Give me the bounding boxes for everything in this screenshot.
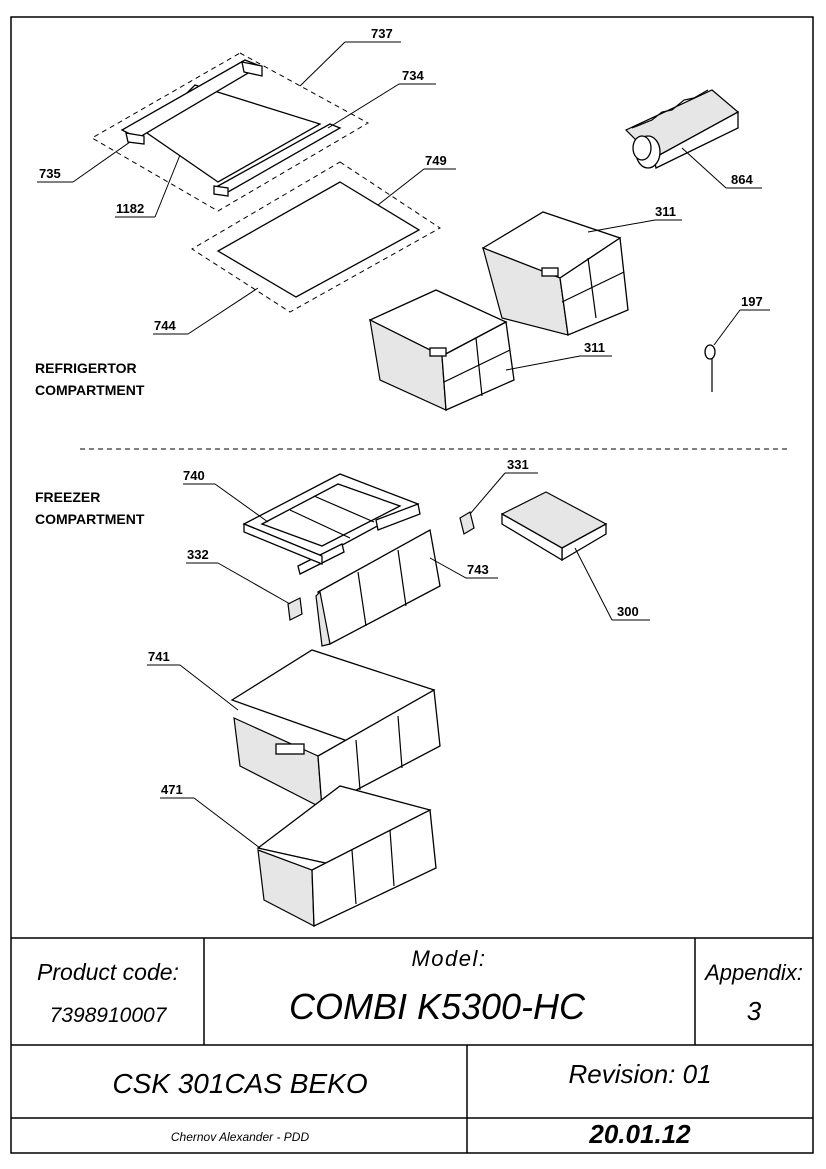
freezer-section-label-2: COMPARTMENT (35, 511, 145, 527)
glass-shelf-assembly (90, 52, 370, 212)
model-label: Model: (411, 946, 486, 971)
callout-332: 332 (187, 547, 209, 562)
part-300-ice-tray (500, 491, 608, 562)
callout-864: 864 (731, 172, 753, 187)
refrigerator-section-label-2: COMPARTMENT (35, 382, 145, 398)
crisper-drawer-311-lower (368, 289, 515, 411)
callout-744: 744 (154, 318, 176, 333)
callout-1182: 1182 (116, 201, 144, 216)
model-value: COMBI K5300-HC (289, 986, 586, 1027)
callout-300: 300 (617, 604, 639, 619)
callout-740: 740 (183, 468, 205, 483)
sheet-frame (10, 16, 814, 1154)
product-code-label: Product code: (37, 959, 179, 985)
author-name: Chernov Alexander - PDD (171, 1130, 310, 1144)
part-471-drawer (256, 785, 437, 928)
part-331-clip (459, 511, 475, 535)
appendix-value: 3 (747, 996, 762, 1026)
title-block: Product code: 7398910007 Model: COMBI K5… (11, 937, 813, 1153)
callout-331: 331 (507, 457, 529, 472)
part-743-front-panel (315, 528, 498, 647)
part-332-bracket (287, 597, 303, 621)
appendix-label: Appendix: (703, 960, 803, 985)
callout-labels: 737 734 735 1182 749 744 864 311 311 197… (39, 26, 763, 797)
callout-741: 741 (148, 649, 170, 664)
refrigerator-section-label: REFRIGERTOR (35, 360, 137, 376)
callout-471: 471 (161, 782, 183, 797)
callout-743: 743 (467, 562, 489, 577)
part-740-frame (242, 473, 421, 575)
callout-735: 735 (39, 166, 61, 181)
callout-197: 197 (741, 294, 763, 309)
crisper-drawer-311-upper (481, 211, 629, 336)
revision-date: 20.01.12 (588, 1119, 691, 1149)
callout-311-upper: 311 (655, 204, 676, 219)
glass-shelf-749 (191, 161, 441, 313)
product-code-value: 7398910007 (50, 1004, 168, 1027)
callout-734: 734 (402, 68, 424, 83)
part-864-housing (624, 89, 740, 169)
part-741-drawer (230, 649, 441, 810)
csk-code: CSK 301CAS BEKO (112, 1068, 367, 1099)
callout-737: 737 (371, 26, 393, 41)
freezer-section-label: FREEZER (35, 489, 100, 505)
part-197-pin (704, 344, 716, 392)
revision-label: Revision: 01 (568, 1059, 711, 1089)
callout-749: 749 (425, 153, 447, 168)
callout-311-lower: 311 (584, 340, 605, 355)
